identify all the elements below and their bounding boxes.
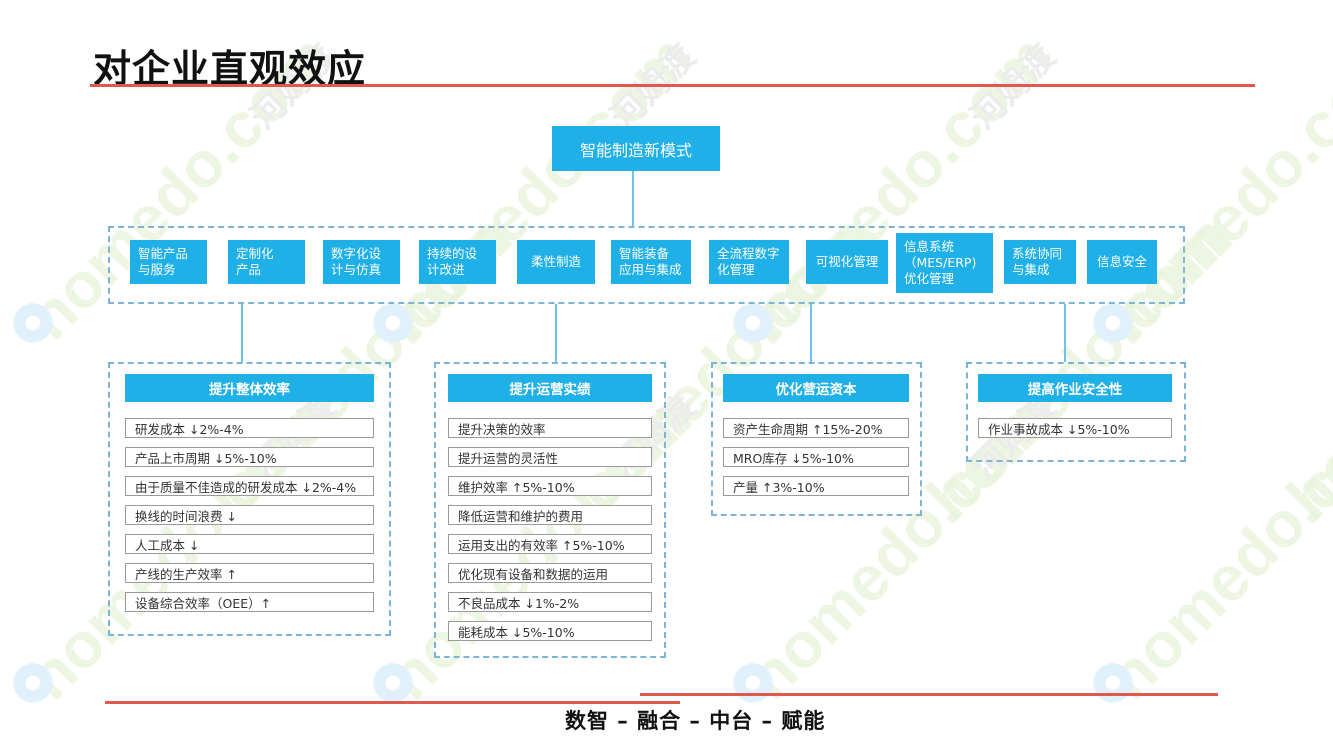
benefit-item: 作业事故成本 ↓5%-10% bbox=[978, 418, 1172, 438]
connector-cat-2 bbox=[555, 304, 557, 362]
category-panel bbox=[711, 362, 922, 516]
category-title: 优化营运资本 bbox=[723, 374, 909, 402]
category-title: 提高作业安全性 bbox=[978, 374, 1172, 402]
capability-box: 柔性制造 bbox=[517, 240, 595, 284]
benefit-item: 运用支出的有效率 ↑5%-10% bbox=[448, 534, 652, 554]
footer-rule-right bbox=[640, 693, 1218, 696]
capability-box: 智能装备 应用与集成 bbox=[611, 240, 691, 284]
benefit-item: 产量 ↑3%-10% bbox=[723, 476, 909, 496]
benefit-item: 设备综合效率（OEE）↑ bbox=[125, 592, 374, 612]
benefit-item: 提升决策的效率 bbox=[448, 418, 652, 438]
category-title: 提升整体效率 bbox=[125, 374, 374, 402]
connector-root bbox=[632, 171, 634, 226]
benefit-item: 维护效率 ↑5%-10% bbox=[448, 476, 652, 496]
benefit-item: 由于质量不佳造成的研发成本 ↓2%-4% bbox=[125, 476, 374, 496]
benefit-item: 研发成本 ↓2%-4% bbox=[125, 418, 374, 438]
capability-box: 可视化管理 bbox=[806, 240, 888, 284]
benefit-item: 能耗成本 ↓5%-10% bbox=[448, 621, 652, 641]
category-panel bbox=[434, 362, 666, 658]
capability-box: 系统协同 与集成 bbox=[1004, 240, 1076, 284]
benefit-item: 产线的生产效率 ↑ bbox=[125, 563, 374, 583]
benefit-item: 人工成本 ↓ bbox=[125, 534, 374, 554]
benefit-item: 资产生命周期 ↑15%-20% bbox=[723, 418, 909, 438]
capability-box: 持续的设 计改进 bbox=[419, 240, 496, 284]
category-panel bbox=[108, 362, 391, 636]
footer-slogan: 数智 – 融合 – 中台 – 赋能 bbox=[565, 709, 826, 733]
watermark-flower-icon bbox=[730, 300, 776, 346]
capability-box: 定制化 产品 bbox=[228, 240, 305, 284]
capability-box: 信息安全 bbox=[1087, 240, 1157, 284]
capabilities-group bbox=[108, 226, 1185, 304]
connector-cat-1 bbox=[241, 304, 243, 362]
benefit-item: 提升运营的灵活性 bbox=[448, 447, 652, 467]
root-node: 智能制造新模式 bbox=[552, 126, 720, 171]
benefit-item: 降低运营和维护的费用 bbox=[448, 505, 652, 525]
category-panel bbox=[966, 362, 1186, 462]
connector-cat-3 bbox=[810, 304, 812, 362]
capability-box: 全流程数字 化管理 bbox=[709, 240, 789, 284]
benefit-item: 产品上市周期 ↓5%-10% bbox=[125, 447, 374, 467]
benefit-item: 换线的时间浪费 ↓ bbox=[125, 505, 374, 525]
page-title: 对企业直观效应 bbox=[93, 47, 367, 91]
watermark-flower-icon bbox=[1090, 300, 1136, 346]
watermark-flower-icon bbox=[730, 660, 776, 706]
watermark-flower-icon bbox=[10, 300, 56, 346]
capability-box: 信息系统 （MES/ERP) 优化管理 bbox=[896, 233, 993, 293]
title-underline bbox=[90, 84, 1255, 87]
capability-box: 智能产品 与服务 bbox=[130, 240, 207, 284]
watermark-flower-icon bbox=[370, 300, 416, 346]
footer-rule-left bbox=[105, 701, 680, 704]
benefit-item: 不良品成本 ↓1%-2% bbox=[448, 592, 652, 612]
benefit-item: MRO库存 ↓5%-10% bbox=[723, 447, 909, 467]
watermark-flower-icon bbox=[370, 660, 416, 706]
benefit-item: 优化现有设备和数据的运用 bbox=[448, 563, 652, 583]
watermark-flower-icon bbox=[1090, 660, 1136, 706]
capability-box: 数字化设 计与仿真 bbox=[323, 240, 400, 284]
connector-cat-4 bbox=[1064, 304, 1066, 362]
watermark-flower-icon bbox=[10, 660, 56, 706]
watermark-text: homedo.com bbox=[1272, 200, 1333, 534]
category-title: 提升运营实绩 bbox=[448, 374, 652, 402]
